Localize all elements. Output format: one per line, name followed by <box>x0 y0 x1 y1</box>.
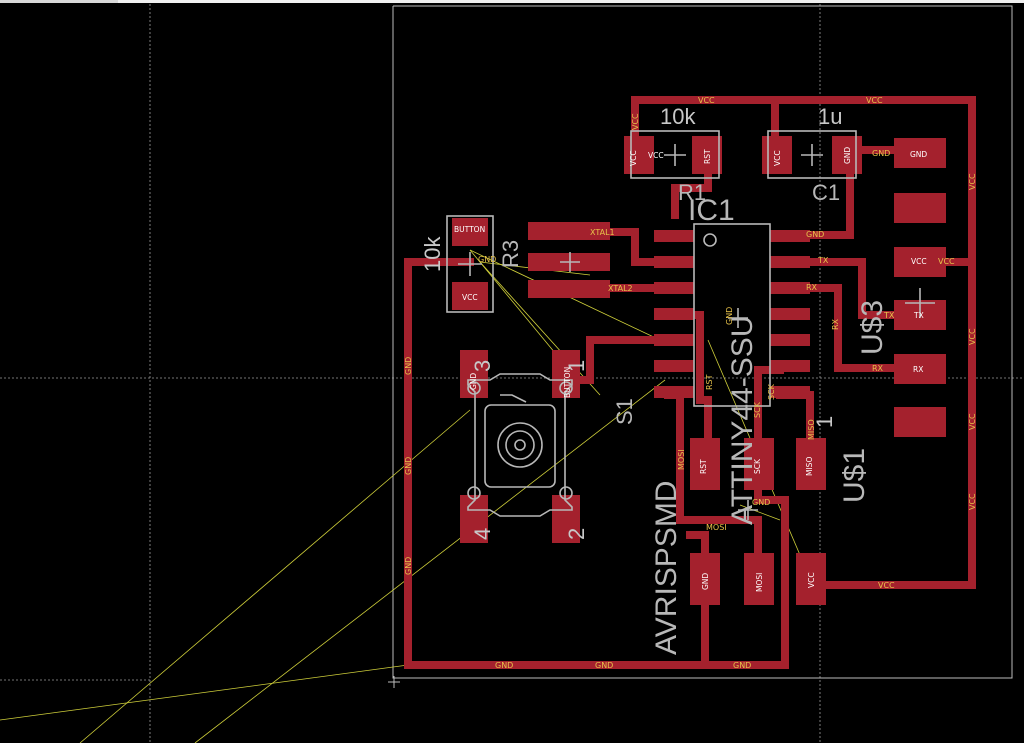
s1-pin-4: 4 <box>470 528 495 540</box>
s1-pin-1: 1 <box>564 360 589 372</box>
pad-label-button: BUTTON <box>563 367 572 398</box>
net-label-vcc: VCC <box>968 493 977 510</box>
s1-designator: S1 <box>612 398 637 425</box>
r3-designator: R3 <box>498 240 523 268</box>
pad-label-mosi: MOSI <box>755 573 764 592</box>
pad-label-vcc: VCC <box>807 572 816 588</box>
u3-designator: U$3 <box>856 300 889 355</box>
ic1-part-name: ATTINY44-SSU <box>726 316 759 526</box>
net-label-gnd: GND <box>404 557 413 575</box>
ic1-designator: IC1 <box>688 194 735 227</box>
pad-label-rst: RST <box>699 459 708 474</box>
net-label-rx: RX <box>806 283 818 292</box>
net-label-gnd: GND <box>595 661 613 670</box>
net-label-vcc: VCC <box>968 173 977 190</box>
pad-label-vcc: VCC <box>773 150 782 166</box>
net-label-vcc: VCC <box>866 96 883 105</box>
window-tab-edge <box>118 0 1024 3</box>
net-label-gnd: GND <box>478 255 496 264</box>
c1-designator: C1 <box>812 180 840 205</box>
net-label-gnd: GND <box>872 149 890 158</box>
pad-label-sck: SCK <box>753 458 762 474</box>
net-label-rx: RX <box>831 318 840 330</box>
net-label-gnd: GND <box>495 661 513 670</box>
pad-label-button: BUTTON <box>454 225 485 234</box>
pad-label-rx: RX <box>913 365 923 374</box>
pad-label-vcc: VCC <box>648 151 664 160</box>
pad-label-vcc: VCC <box>629 150 638 166</box>
board-outline <box>392 5 1013 679</box>
net-label-rx: RX <box>872 364 884 373</box>
net-label-xtal2: XTAL2 <box>608 284 633 293</box>
pad-label-miso: MISO <box>805 457 814 476</box>
net-label-vcc: VCC <box>698 96 715 105</box>
s1-pin-3: 3 <box>470 360 495 372</box>
r1-value: 10k <box>660 104 696 129</box>
net-label-vcc: VCC <box>631 113 640 130</box>
net-label-vcc: VCC <box>878 581 895 590</box>
net-label-gnd: GND <box>404 357 413 375</box>
pad-label-gnd: GND <box>701 573 710 590</box>
net-label-vcc: VCC <box>938 257 955 266</box>
net-label-sck: SCK <box>753 401 762 418</box>
net-label-tx: TX <box>883 311 895 320</box>
s1-pin-2: 2 <box>564 528 589 540</box>
u1-designator: U$1 <box>838 448 871 503</box>
pad-label-gnd: GND <box>843 147 852 164</box>
pad-label-gnd: GND <box>910 150 927 159</box>
r1-designator: R1 <box>678 180 706 205</box>
net-label-sck: SCK <box>767 383 776 400</box>
net-label-mosi: MOSI <box>706 523 727 532</box>
r3-value: 10k <box>420 236 445 272</box>
net-label-mosi: MOSI <box>677 449 686 470</box>
net-label-gnd: GND <box>733 661 751 670</box>
net-label-xtal1: XTAL1 <box>590 228 615 237</box>
net-label-gnd: GND <box>752 498 770 507</box>
pad-label-vcc: VCC <box>911 257 927 266</box>
pad-label-gnd: GND <box>469 373 478 390</box>
isp-pin-1-marker: 1 <box>812 416 837 428</box>
net-label-vcc: VCC <box>968 413 977 430</box>
net-label-gnd: GND <box>806 230 824 239</box>
net-label-vcc: VCC <box>968 328 977 345</box>
pad-label-rst: RST <box>703 149 712 164</box>
pad-label-tx: TX <box>913 311 924 320</box>
net-label-gnd: GND <box>725 307 734 325</box>
c1-value: 1u <box>818 104 842 129</box>
isp-part-name: AVRISPSMD <box>650 481 683 655</box>
net-label-tx: TX <box>817 256 829 265</box>
net-label-rst: RST <box>705 374 714 390</box>
net-label-gnd: GND <box>404 457 413 475</box>
pad-label-vcc: VCC <box>462 293 478 302</box>
silkscreen <box>446 130 935 520</box>
net-label-miso: MISO <box>807 419 816 440</box>
